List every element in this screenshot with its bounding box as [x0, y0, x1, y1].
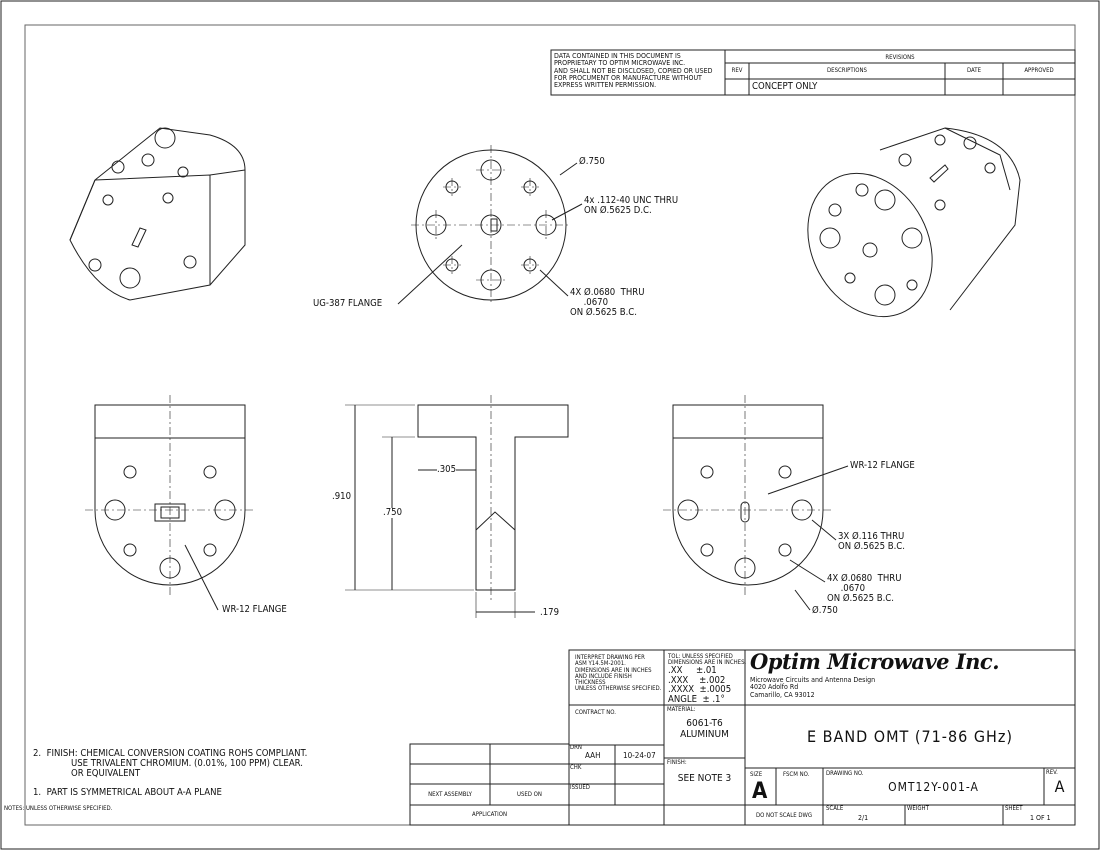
approved-col-header: APPROVED — [1024, 67, 1054, 74]
note-1: 1. PART IS SYMMETRICAL ABOUT A-A PLANE — [33, 787, 222, 798]
issued-label: ISSUED — [570, 784, 590, 791]
sheet-label: SHEET — [1005, 805, 1023, 812]
drn-date: 10-24-07 — [623, 751, 656, 760]
desc-col-header: DESCRIPTIONS — [827, 67, 867, 74]
callout-ug387-flange: UG-387 FLANGE — [313, 298, 383, 309]
callout-dia-750-right: Ø.750 — [812, 605, 838, 616]
weight-label: WEIGHT — [907, 805, 929, 812]
right-isometric-view — [807, 127, 1021, 318]
next-assembly-label: NEXT ASSEMBLY — [428, 791, 472, 798]
note-2: 2. FINISH: CHEMICAL CONVERSION COATING R… — [33, 748, 308, 779]
callout-wr12-right: WR-12 FLANGE — [850, 460, 915, 471]
company-logo: Optim Microwave Inc. — [750, 649, 1000, 674]
ug387-flange-view — [397, 145, 583, 305]
front-view-right — [663, 395, 849, 611]
sheet-value: 1 OF 1 — [1030, 814, 1051, 822]
callout-dia-750-top: Ø.750 — [579, 156, 605, 167]
rev-label: REV. — [1046, 769, 1058, 776]
size-value: A — [752, 779, 768, 804]
company-address: Microwave Circuits and Antenna Design 40… — [750, 676, 876, 699]
material-value: 6061-T6 ALUMINUM — [680, 718, 729, 740]
callout-thru-holes-top: 4X Ø.0680 THRU .0670 ON Ø.5625 B.C. — [570, 287, 645, 318]
callout-wr12-left: WR-12 FLANGE — [222, 604, 287, 615]
revision-block-lines — [550, 49, 1076, 96]
callout-thru-holes-right: 4X Ø.0680 THRU .0670 ON Ø.5625 B.C. — [827, 573, 902, 604]
fscm-label: FSCM NO. — [783, 771, 810, 778]
front-view-left — [85, 395, 255, 611]
rev-value: A — [1054, 777, 1065, 796]
interpret-note: INTERPRET DRAWING PER ASM Y14.5M-2001. D… — [575, 654, 662, 693]
proprietary-notice: DATA CONTAINED IN THIS DOCUMENT IS PROPR… — [554, 52, 713, 90]
callout-three-holes: 3X Ø.116 THRU ON Ø.5625 B.C. — [838, 531, 905, 552]
finish-label: FINISH: — [667, 759, 687, 766]
notes-header: NOTES: UNLESS OTHERWISE SPECIFIED. — [4, 805, 113, 812]
date-col-header: DATE — [967, 67, 981, 74]
tolerance-header: TOL: UNLESS SPECIFIED DIMENSIONS ARE IN … — [668, 653, 747, 667]
scale-label: SCALE — [826, 805, 844, 812]
finish-value: SEE NOTE 3 — [677, 773, 732, 784]
callout-tapped-holes: 4x .112-40 UNC THRU ON Ø.5625 D.C. — [584, 195, 679, 216]
material-label: MATERIAL: — [667, 706, 696, 713]
dim-750: .750 — [383, 507, 403, 518]
do-not-scale: DO NOT SCALE DWG — [755, 812, 813, 819]
drn-value: AAH — [585, 751, 601, 760]
drn-label: DRN — [570, 744, 582, 751]
revision-row-description: CONCEPT ONLY — [752, 81, 818, 92]
dim-305: .305 — [437, 464, 457, 475]
rev-col-header: REV — [731, 67, 743, 74]
application-label: APPLICATION — [472, 811, 507, 818]
dim-910: .910 — [332, 491, 352, 502]
used-on-label: USED ON — [517, 791, 542, 798]
chk-label: CHK — [570, 764, 582, 771]
drawing-number: OMT12Y-001-A — [888, 780, 979, 794]
scale-value: 2/1 — [858, 814, 869, 822]
dim-179: .179 — [540, 607, 560, 618]
left-isometric-view — [69, 127, 246, 301]
title-block-lines — [568, 649, 1076, 826]
revisions-title: REVISIONS — [885, 54, 915, 61]
drawing-title: E BAND OMT (71-86 GHz) — [806, 727, 1014, 746]
contract-label: CONTRACT NO. — [575, 709, 616, 716]
section-view — [345, 395, 569, 618]
tolerances: .XX ±.01 .XXX ±.002 .XXXX ±.0005 ANGLE ±… — [668, 665, 732, 705]
size-label: SIZE — [750, 771, 763, 778]
drawing-no-label: DRAWING NO. — [826, 770, 864, 777]
